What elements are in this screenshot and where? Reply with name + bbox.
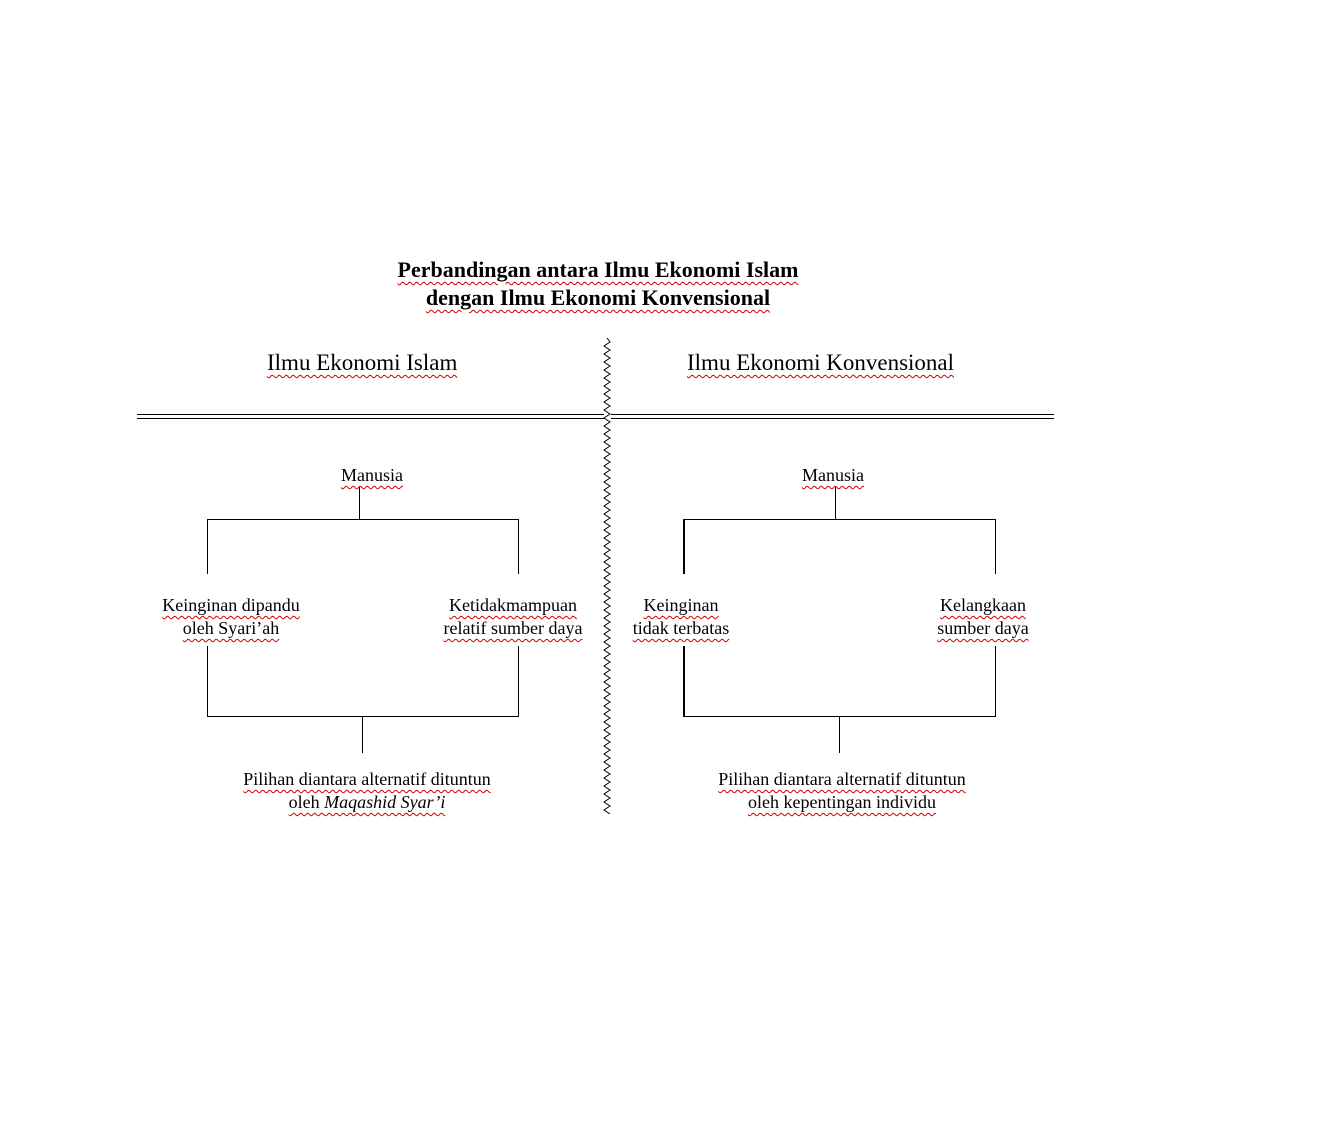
islam-root-node: Manusia — [341, 465, 403, 485]
konvensional-heading: Ilmu Ekonomi Konvensional — [687, 350, 955, 375]
islam-right-node: Ketidakmampuan relatif sumber daya — [443, 595, 583, 638]
islam-heading: Ilmu Ekonomi Islam — [267, 350, 458, 375]
islam-left-node: Keinginan dipandu oleh Syari’ah — [162, 595, 300, 638]
konvensional-right-node: Kelangkaan sumber daya — [937, 595, 1029, 638]
islam-result-node: Pilihan diantara alternatif dituntun ole… — [243, 769, 491, 812]
islam-top-connector — [207, 487, 519, 574]
diagram-title-line2: dengan Ilmu Ekonomi Konvensional — [425, 285, 771, 310]
wavy-divider — [603, 337, 611, 815]
diagram-title-line1: Perbandingan antara Ilmu Ekonomi Islam — [397, 257, 799, 282]
konvensional-root-node: Manusia — [802, 465, 864, 485]
konvensional-bottom-connector — [683, 646, 996, 753]
konvensional-top-connector — [683, 487, 996, 574]
konvensional-left-node: Keinginan tidak terbatas — [632, 595, 730, 638]
konvensional-result-node: Pilihan diantara alternatif dituntun ole… — [718, 769, 966, 812]
islam-bottom-connector — [207, 646, 519, 753]
